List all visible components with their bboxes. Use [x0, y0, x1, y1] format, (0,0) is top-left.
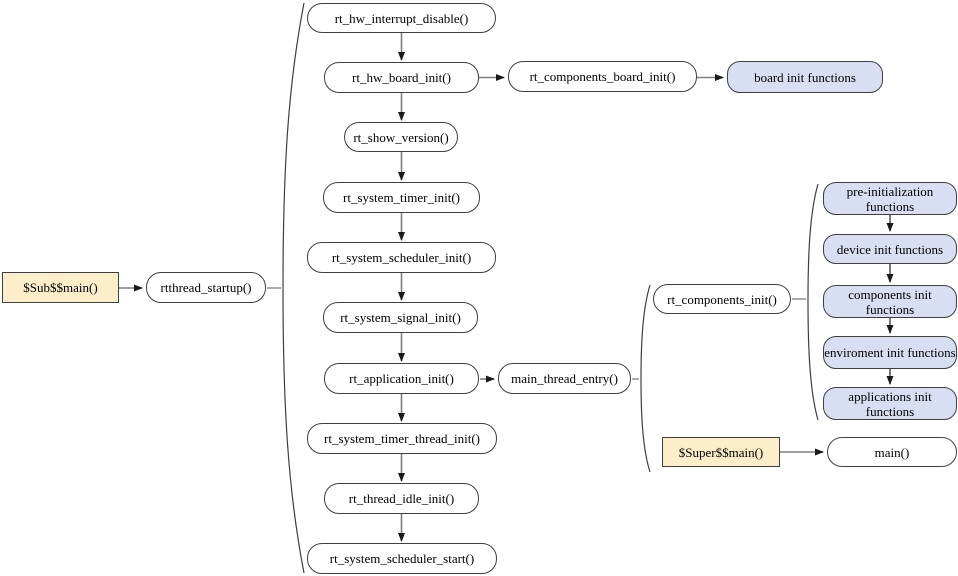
node-rt-components-board-init: rt_components_board_init() — [508, 61, 697, 92]
node-rtthread-startup: rtthread_startup() — [146, 272, 266, 303]
node-rt-system-timer-init: rt_system_timer_init() — [323, 182, 480, 213]
node-pre-initialization-functions: pre-initialization functions — [823, 182, 957, 215]
node-enviroment-init-functions: enviroment init functions — [823, 336, 957, 369]
node-rt-components-init: rt_components_init() — [653, 284, 791, 314]
components-init-brace — [807, 183, 819, 421]
node-rt-application-init: rt_application_init() — [324, 363, 479, 394]
node-rt-system-scheduler-init: rt_system_scheduler_init() — [307, 242, 496, 273]
node-device-init-functions: device init functions — [823, 234, 957, 264]
node-rt-system-timer-thread-init: rt_system_timer_thread_init() — [307, 423, 497, 454]
node-super-main: $Super$$main() — [662, 437, 780, 467]
node-applications-init-functions: applications init functions — [823, 387, 957, 420]
node-rt-thread-idle-init: rt_thread_idle_init() — [324, 483, 479, 514]
node-rt-system-scheduler-start: rt_system_scheduler_start() — [307, 543, 497, 574]
node-main-thread-entry: main_thread_entry() — [498, 363, 631, 394]
node-main: main() — [827, 437, 957, 467]
node-rt-show-version: rt_show_version() — [344, 122, 458, 152]
node-sub-main: $Sub$$main() — [2, 272, 119, 303]
node-rt-hw-interrupt-disable: rt_hw_interrupt_disable() — [307, 3, 496, 33]
node-board-init-functions: board init functions — [727, 61, 883, 93]
node-rt-hw-board-init: rt_hw_board_init() — [324, 62, 479, 93]
main-thread-brace — [640, 284, 651, 473]
node-components-init-functions: components init functions — [823, 285, 957, 318]
node-rt-system-signal-init: rt_system_signal_init() — [323, 302, 478, 333]
startup-chain-brace — [282, 2, 305, 574]
